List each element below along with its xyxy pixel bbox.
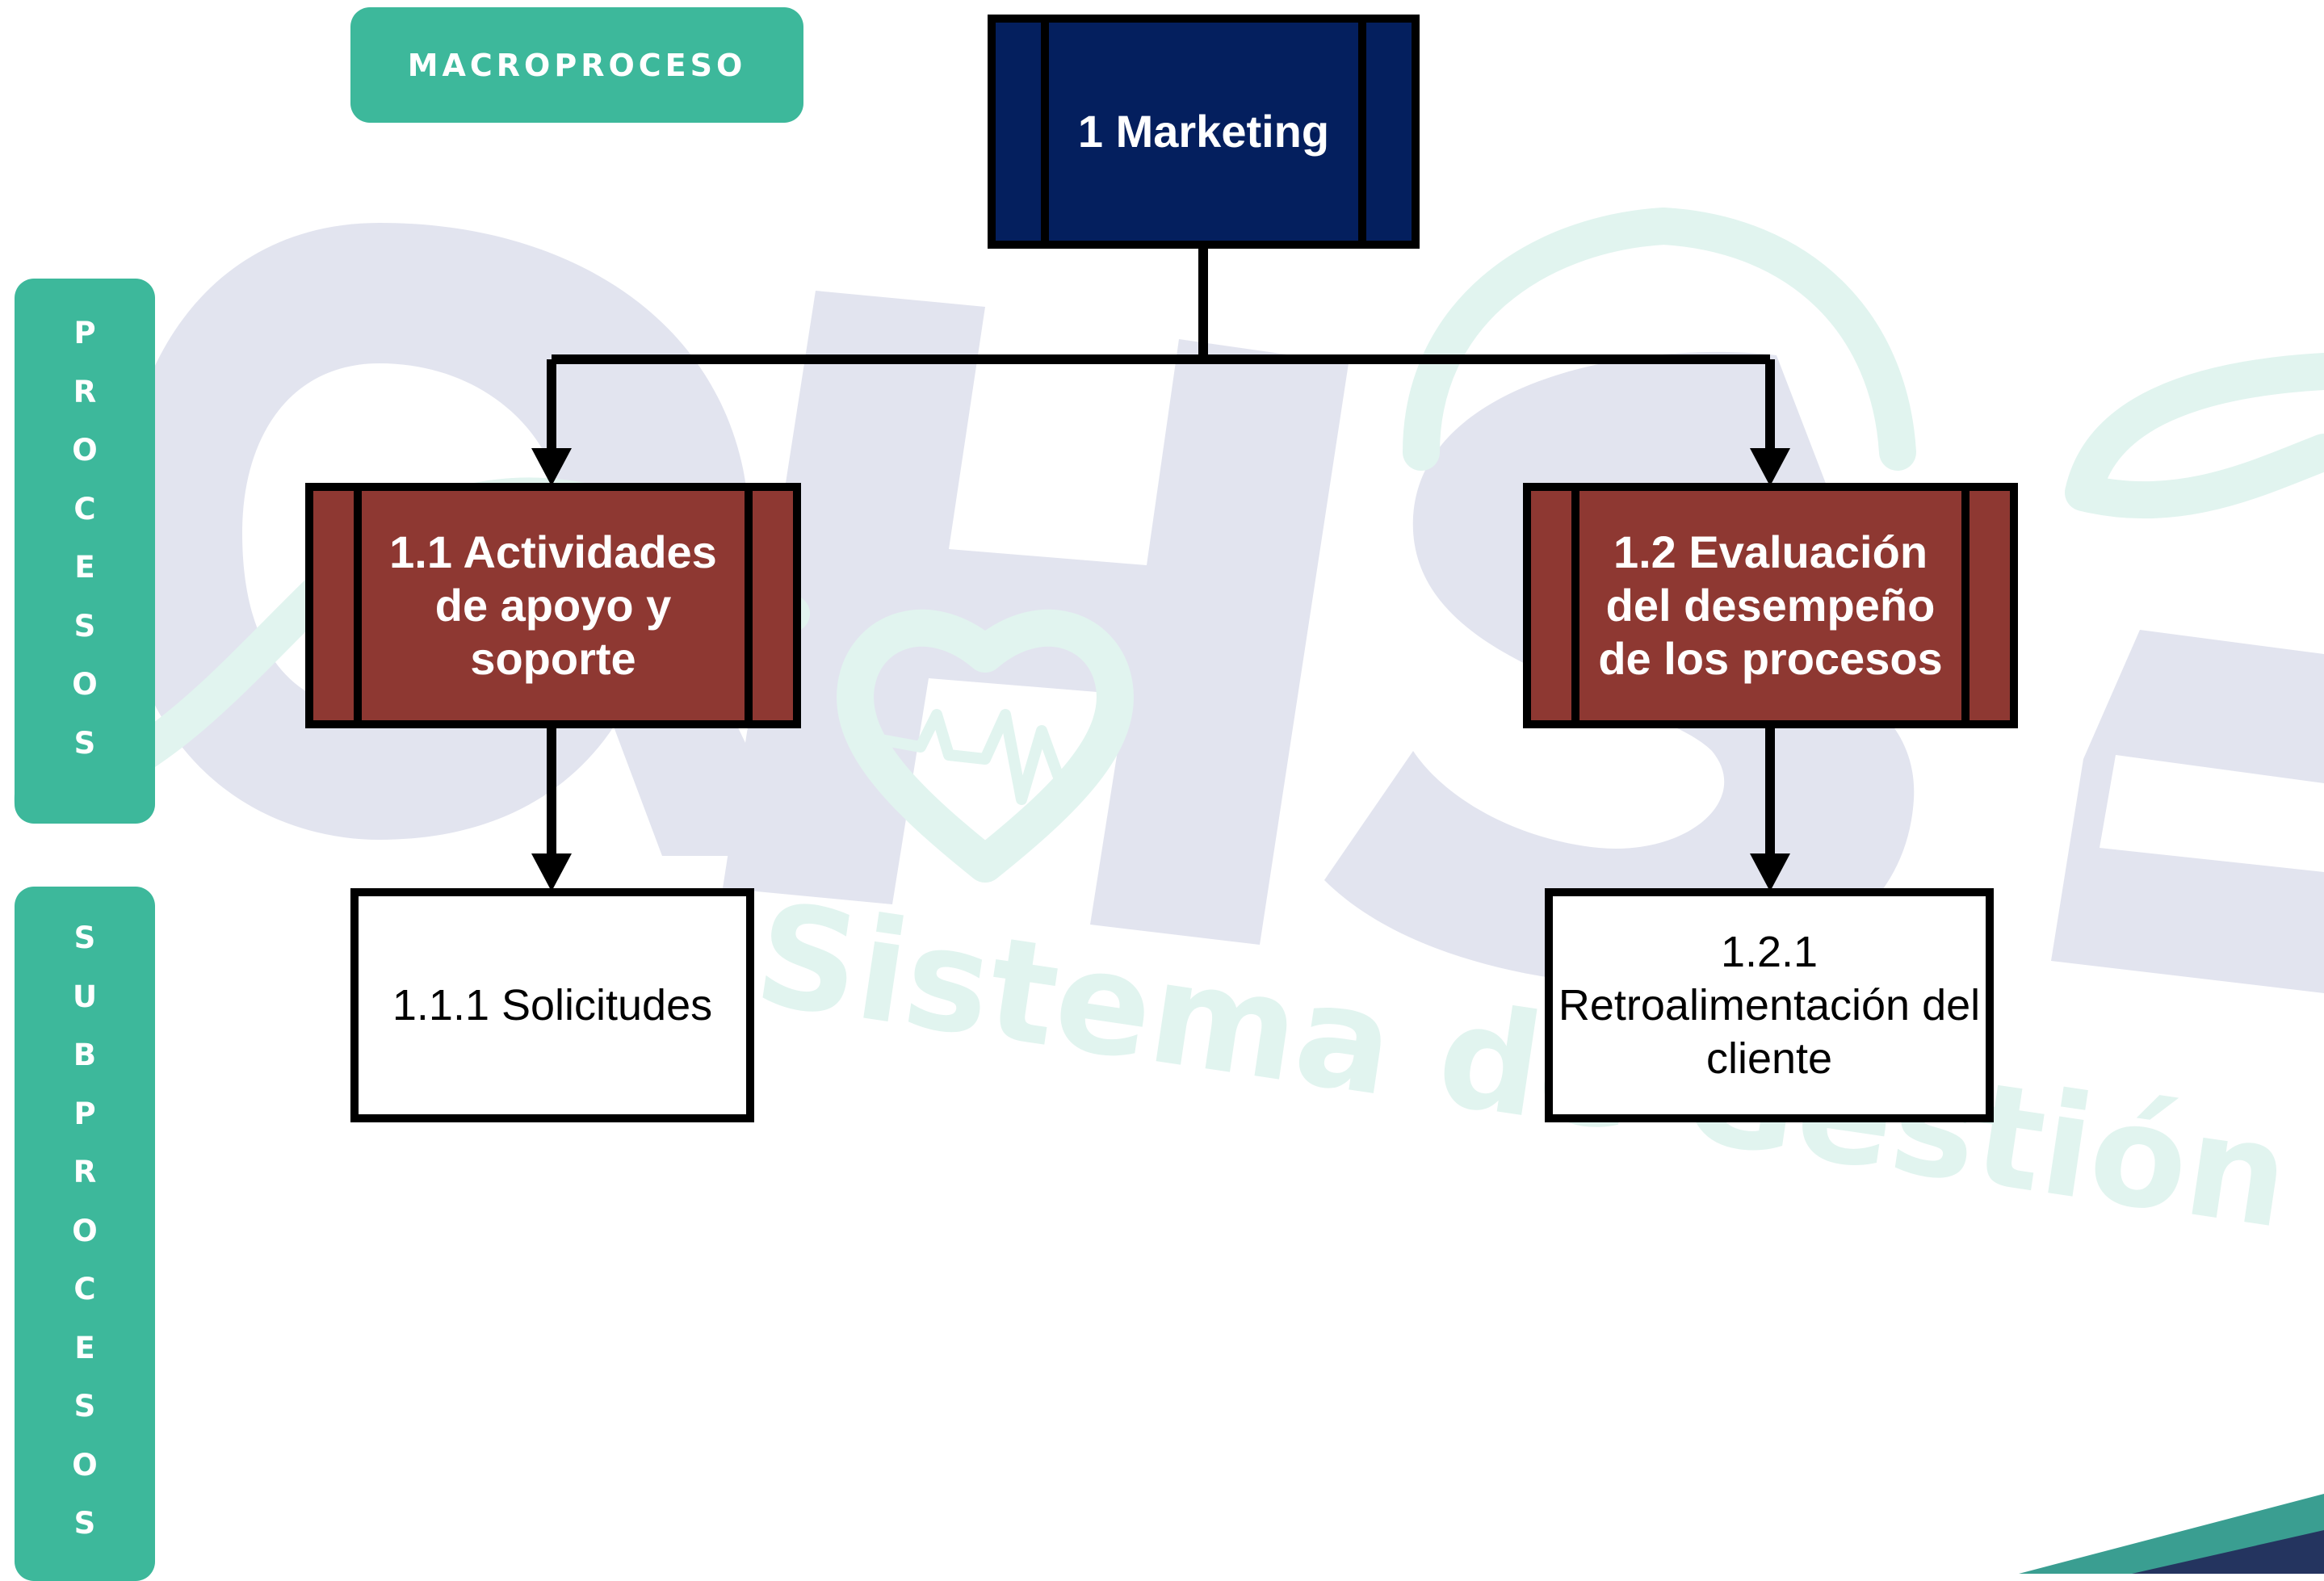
watermark-heart-icon bbox=[837, 609, 1134, 883]
process-node-1-1-label: 1.1 Actividades de apoyo y soporte bbox=[389, 526, 717, 684]
watermark-e-letter bbox=[2051, 630, 2324, 993]
arrowhead-sub1 bbox=[531, 853, 572, 891]
procesos-letter: O bbox=[72, 433, 98, 468]
macroproceso-label-text: MACROPROCESO bbox=[407, 47, 747, 83]
subprocess-node-1-1-1-label: 1.1.1 Solicitudes bbox=[392, 981, 713, 1030]
procesos-letter: S bbox=[73, 608, 96, 644]
procesos-letter: S bbox=[73, 725, 96, 761]
arrowhead-proc1 bbox=[531, 448, 572, 486]
process-bar-right bbox=[745, 491, 753, 720]
subprocesos-letter: U bbox=[72, 979, 98, 1014]
subprocesos-letter: S bbox=[73, 1506, 96, 1541]
subprocesos-label: S U B P R O C E S O S bbox=[15, 887, 155, 1581]
procesos-letter: R bbox=[73, 374, 97, 409]
procesos-label: P R O C E S O S bbox=[15, 279, 155, 824]
subprocess-node-1-2-1-label: 1.2.1 Retroalimentación del cliente bbox=[1558, 928, 1981, 1083]
arrowhead-sub2 bbox=[1750, 853, 1790, 891]
subprocess-node-1-1-1: 1.1.1 Solicitudes bbox=[350, 888, 754, 1122]
process-node-1-2-label: 1.2 Evaluación del desempeño de los proc… bbox=[1598, 526, 1943, 684]
process-node-1-1: 1.1 Actividades de apoyo y soporte bbox=[305, 483, 801, 728]
subprocesos-letter: O bbox=[72, 1447, 98, 1482]
procesos-letter: P bbox=[73, 316, 96, 350]
subprocesos-letter: S bbox=[73, 1389, 96, 1424]
watermark-leaf-icon bbox=[2065, 353, 2324, 519]
procesos-letter: O bbox=[72, 667, 98, 702]
procesos-letter: C bbox=[73, 491, 96, 526]
arrowhead-proc2 bbox=[1750, 448, 1790, 486]
subprocesos-letter: C bbox=[73, 1272, 96, 1306]
watermark-helmet-icon bbox=[1403, 208, 1916, 471]
process-bar-right bbox=[1358, 23, 1366, 241]
subprocesos-letter: P bbox=[73, 1096, 96, 1131]
process-bar-left bbox=[1041, 23, 1049, 241]
subprocesos-letter: S bbox=[73, 921, 96, 955]
subprocesos-letter: B bbox=[73, 1038, 97, 1072]
watermark-pulse-line bbox=[870, 709, 1092, 805]
subprocesos-letter: R bbox=[73, 1155, 97, 1189]
subprocesos-letter: E bbox=[74, 1330, 95, 1365]
process-bar-right bbox=[1961, 491, 1970, 720]
process-node-1-2: 1.2 Evaluación del desempeño de los proc… bbox=[1523, 483, 2018, 728]
process-bar-left bbox=[354, 491, 362, 720]
macroprocess-node: 1 Marketing bbox=[988, 15, 1420, 249]
procesos-letter: E bbox=[74, 550, 95, 585]
macroprocess-node-label: 1 Marketing bbox=[1077, 106, 1330, 157]
process-bar-left bbox=[1571, 491, 1579, 720]
subprocess-node-1-2-1: 1.2.1 Retroalimentación del cliente bbox=[1545, 888, 1994, 1122]
subprocesos-letter: O bbox=[72, 1213, 98, 1248]
corner-stripe-navy bbox=[2132, 1530, 2324, 1574]
macroproceso-label: MACROPROCESO bbox=[350, 7, 803, 123]
